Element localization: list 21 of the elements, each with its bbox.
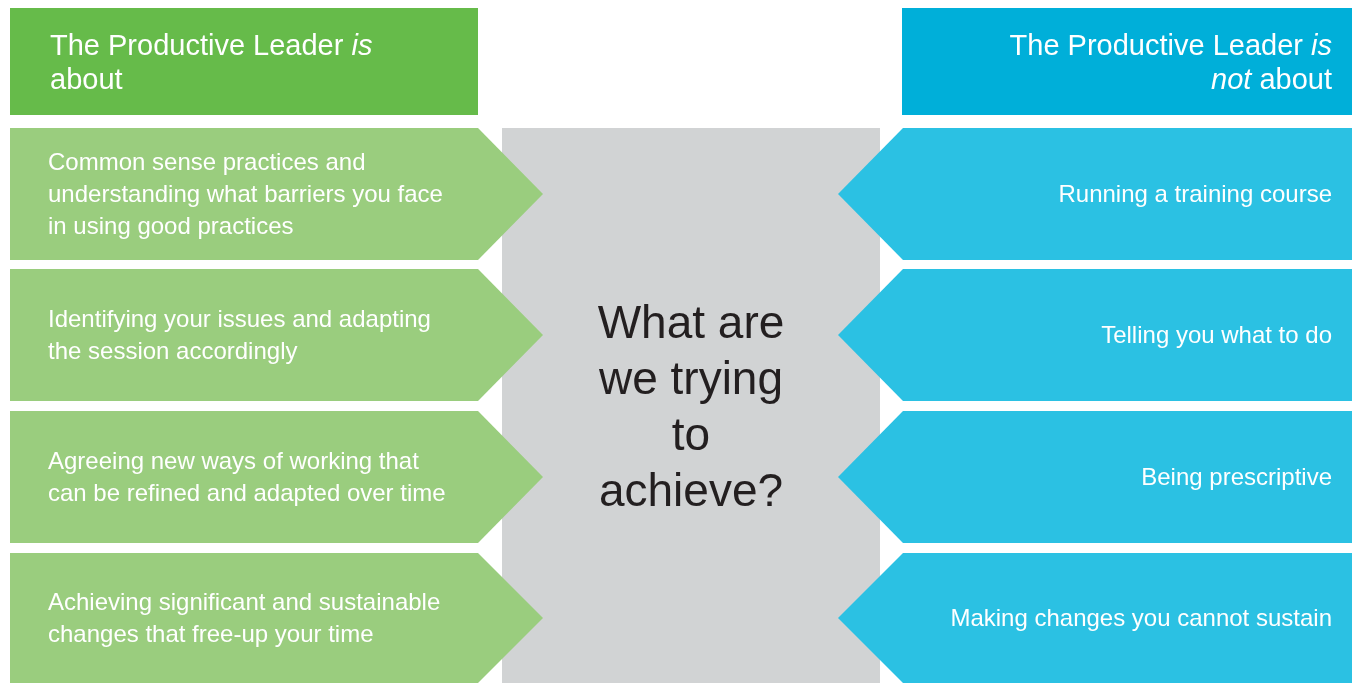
- chevron-box: [10, 411, 543, 543]
- item-text: Telling you what to do: [1101, 320, 1332, 350]
- chevron-box: [838, 411, 1352, 543]
- item-text: Making changes you cannot sustain: [950, 603, 1332, 633]
- header-text: The Productive Leader is not about: [1008, 27, 1332, 96]
- item-text: Identifying your issues and adapting the session accordingly: [48, 304, 432, 366]
- header-text: The Productive Leader is about: [50, 27, 374, 96]
- chevron-box: [10, 128, 543, 260]
- chevron-box: [10, 269, 543, 401]
- chevron-box: [10, 553, 543, 683]
- item-text: Being prescriptive: [1141, 462, 1332, 492]
- chevron-box: [838, 269, 1352, 401]
- item-text: Running a training course: [1058, 179, 1332, 209]
- header-box: [10, 8, 478, 115]
- center-question: What are we trying to achieve?: [596, 294, 786, 518]
- item-text: Agreeing new ways of working that can be refined and adapted over time: [48, 446, 447, 508]
- header-box: [902, 8, 1352, 115]
- item-text: Achieving significant and sustainable changes that free-up your time: [48, 587, 442, 649]
- chevron-box: [838, 128, 1352, 260]
- item-text: Common sense practices and understanding what barriers you face in using good practices: [48, 147, 444, 241]
- chevron-box: [838, 553, 1352, 683]
